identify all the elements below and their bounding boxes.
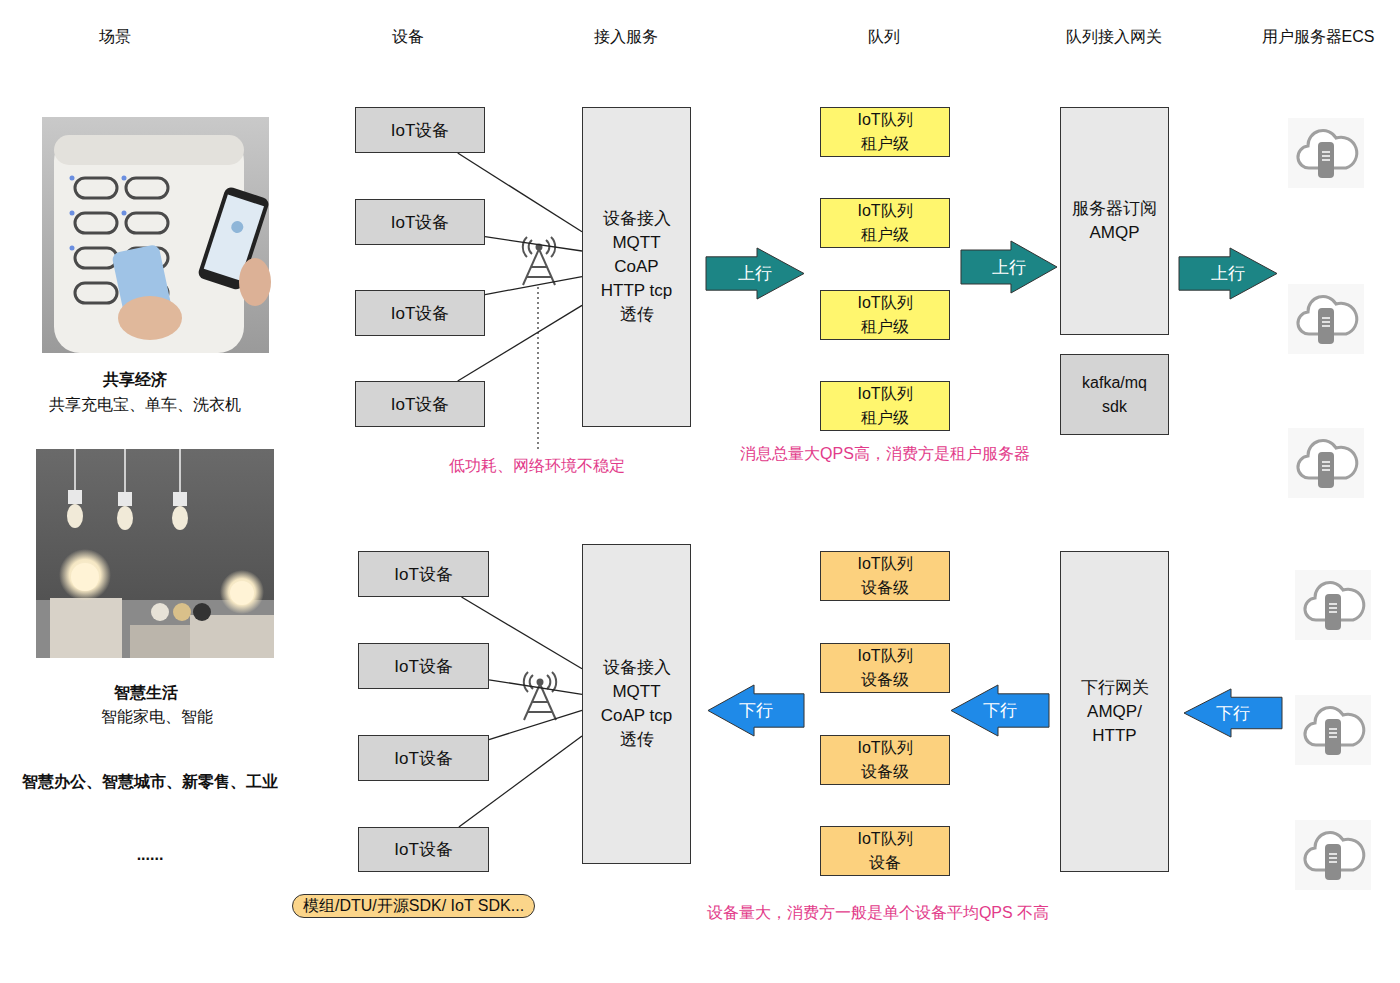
annotation-note: 低功耗、网络环境不稳定 (449, 456, 625, 477)
device-box: IoT设备 (358, 735, 489, 781)
downlink-arrow: 下行 (950, 684, 1050, 737)
device-queue-box: IoT队列 设备级 (820, 735, 950, 785)
node-text: IoT设备 (394, 838, 453, 861)
node-text: 上行 (738, 262, 772, 285)
uplink-arrow: 上行 (1178, 247, 1278, 300)
node-text: IoT队列 设备级 (849, 552, 921, 600)
sdk-box: kafka/mq sdk (1060, 354, 1169, 435)
scene-title: 共享经济 (103, 370, 167, 391)
tenant-queue-box: IoT队列 租户级 (820, 381, 950, 431)
annotation-note: 消息总量大QPS高，消费方是租户服务器 (740, 444, 1030, 465)
photo-smart-lights (36, 449, 274, 658)
node-text: IoT队列 设备 (849, 827, 921, 875)
node-text: IoT设备 (394, 747, 453, 770)
node-text: IoT队列 租户级 (849, 108, 921, 156)
node-text: kafka/mq sdk (1073, 371, 1157, 419)
tenant-queue-box: IoT队列 租户级 (820, 290, 950, 340)
connector-line (489, 710, 582, 739)
device-box: IoT设备 (355, 290, 485, 336)
node-text: 设备接入 MQTT CoAP HTTP tcp透传 (601, 207, 673, 327)
cloud-server-icon (1295, 820, 1371, 890)
connector-line (485, 237, 582, 251)
node-text: 上行 (992, 256, 1026, 279)
photo-powerbank (42, 117, 271, 353)
column-header: 设备 (392, 27, 424, 48)
downlink-arrow: 下行 (1183, 688, 1283, 738)
device-box: IoT设备 (358, 643, 489, 689)
cloud-server-icon (1295, 570, 1371, 640)
cloud-server-icon (1295, 695, 1371, 765)
node-text: 下行 (983, 699, 1017, 722)
scene-description: 智能家电、智能 (101, 707, 213, 728)
subscription-gateway-box: 服务器订阅 AMQP (1060, 107, 1169, 335)
node-text: 服务器订阅 AMQP (1070, 197, 1160, 245)
device-queue-box: IoT队列 设备级 (820, 551, 950, 601)
node-text: 模组/DTU/开源SDK/ IoT SDK... (303, 896, 524, 917)
access-service-box: 设备接入 MQTT CoAP tcp透传 (582, 544, 691, 864)
scene-title: 智慧办公、智慧城市、新零售、工业 (22, 772, 278, 793)
device-queue-box: IoT队列 设备级 (820, 643, 950, 693)
cloud-server-icon (1288, 284, 1364, 354)
leader-line (537, 287, 539, 450)
column-header: 用户服务器ECS (1262, 27, 1375, 48)
device-box: IoT设备 (358, 827, 489, 872)
scene-title: 智慧生活 (114, 683, 178, 704)
downlink-arrow: 下行 (707, 684, 805, 737)
sdk-pill: 模组/DTU/开源SDK/ IoT SDK... (292, 894, 535, 918)
device-box: IoT设备 (358, 551, 489, 597)
access-service-box: 设备接入 MQTT CoAP HTTP tcp透传 (582, 107, 691, 427)
node-text: IoT设备 (394, 655, 453, 678)
node-text: 上行 (1211, 262, 1245, 285)
node-text: IoT设备 (391, 119, 450, 142)
connector-line (485, 277, 582, 295)
node-text: 下行 (1216, 702, 1250, 725)
connector-line (489, 680, 582, 695)
column-header: 队列 (868, 27, 900, 48)
cloud-server-icon (1288, 428, 1364, 498)
device-box: IoT设备 (355, 381, 485, 427)
device-queue-box: IoT队列 设备 (820, 826, 950, 876)
device-box: IoT设备 (355, 199, 485, 245)
downlink-gateway-box: 下行网关 AMQP/ HTTP (1060, 551, 1169, 872)
column-header: 接入服务 (594, 27, 658, 48)
node-text: IoT队列 租户级 (849, 382, 921, 430)
column-header: 队列接入网关 (1066, 27, 1162, 48)
ellipsis: ...... (137, 846, 164, 864)
node-text: 下行 (739, 699, 773, 722)
tenant-queue-box: IoT队列 租户级 (820, 198, 950, 248)
node-text: IoT队列 租户级 (849, 291, 921, 339)
node-text: IoT设备 (391, 211, 450, 234)
node-text: IoT队列 租户级 (849, 199, 921, 247)
column-header: 场景 (99, 27, 131, 48)
node-text: 设备接入 MQTT CoAP tcp透传 (601, 656, 673, 752)
node-text: IoT设备 (391, 302, 450, 325)
cloud-server-icon (1288, 118, 1364, 188)
tenant-queue-box: IoT队列 租户级 (820, 107, 950, 157)
node-text: 下行网关 AMQP/ HTTP (1079, 676, 1151, 748)
node-text: IoT设备 (391, 393, 450, 416)
node-text: IoT队列 设备级 (849, 644, 921, 692)
uplink-arrow: 上行 (705, 247, 805, 300)
scene-description: 共享充电宝、单车、洗衣机 (49, 395, 241, 416)
device-box: IoT设备 (355, 107, 485, 153)
node-text: IoT设备 (394, 563, 453, 586)
antenna-icon (524, 672, 556, 720)
node-text: IoT队列 设备级 (849, 736, 921, 784)
uplink-arrow: 上行 (960, 240, 1058, 294)
annotation-note: 设备量大，消费方一般是单个设备平均QPS 不高 (707, 903, 1049, 924)
